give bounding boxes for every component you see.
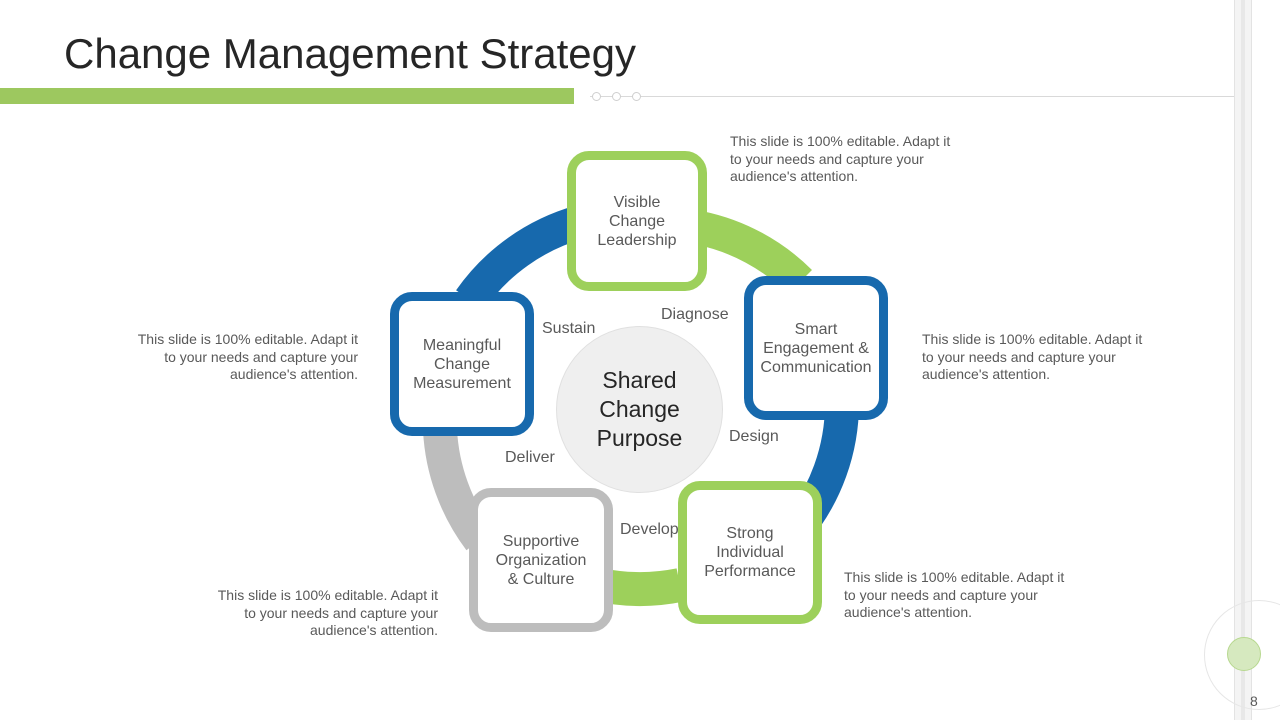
node-smart-engagement-communication: Smart Engagement & Communication [744, 276, 888, 420]
phase-label-develop: Develop [620, 521, 679, 538]
right-rail-stripe [1241, 0, 1245, 720]
note-text: This slide is 100% editable. Adapt it to… [217, 587, 438, 638]
phase-label-diagnose: Diagnose [661, 306, 729, 323]
node-strong-individual-performance: Strong Individual Performance [678, 481, 822, 624]
decor-dot [632, 92, 641, 101]
node-label: Supportive Organization & Culture [495, 532, 587, 588]
node-label: Strong Individual Performance [704, 525, 796, 580]
note-text: This slide is 100% editable. Adapt it to… [730, 133, 951, 184]
note-text: This slide is 100% editable. Adapt it to… [137, 331, 358, 382]
slide-title: Change Management Strategy [64, 30, 637, 77]
node-label: Smart Engagement & Communication [760, 320, 872, 376]
center-label: Shared Change Purpose [596, 367, 683, 451]
center-circle: Shared Change Purpose [556, 326, 723, 493]
decor-green-circle [1227, 637, 1261, 671]
phase-label-design: Design [729, 428, 779, 445]
ring-segment-sustain [456, 205, 585, 311]
note-text: This slide is 100% editable. Adapt it to… [844, 569, 1065, 620]
node-supportive-organization-culture: Supportive Organization & Culture [469, 488, 613, 632]
ring-segment-diagnose [696, 211, 812, 295]
node-meaningful-change-measurement: Meaningful Change Measurement [390, 292, 534, 436]
decor-dot [612, 92, 621, 101]
decor-dot [592, 92, 601, 101]
page-number: 8 [1250, 693, 1258, 709]
node-label: Meaningful Change Measurement [413, 336, 511, 392]
title-accent-bar [0, 88, 574, 104]
phase-label-sustain: Sustain [542, 320, 596, 337]
note-text: This slide is 100% editable. Adapt it to… [922, 331, 1143, 382]
phase-label-deliver: Deliver [505, 449, 555, 466]
node-visible-change-leadership: Visible Change Leadership [567, 151, 707, 291]
node-label: Visible Change Leadership [597, 193, 677, 249]
title-divider-line [590, 96, 1234, 97]
